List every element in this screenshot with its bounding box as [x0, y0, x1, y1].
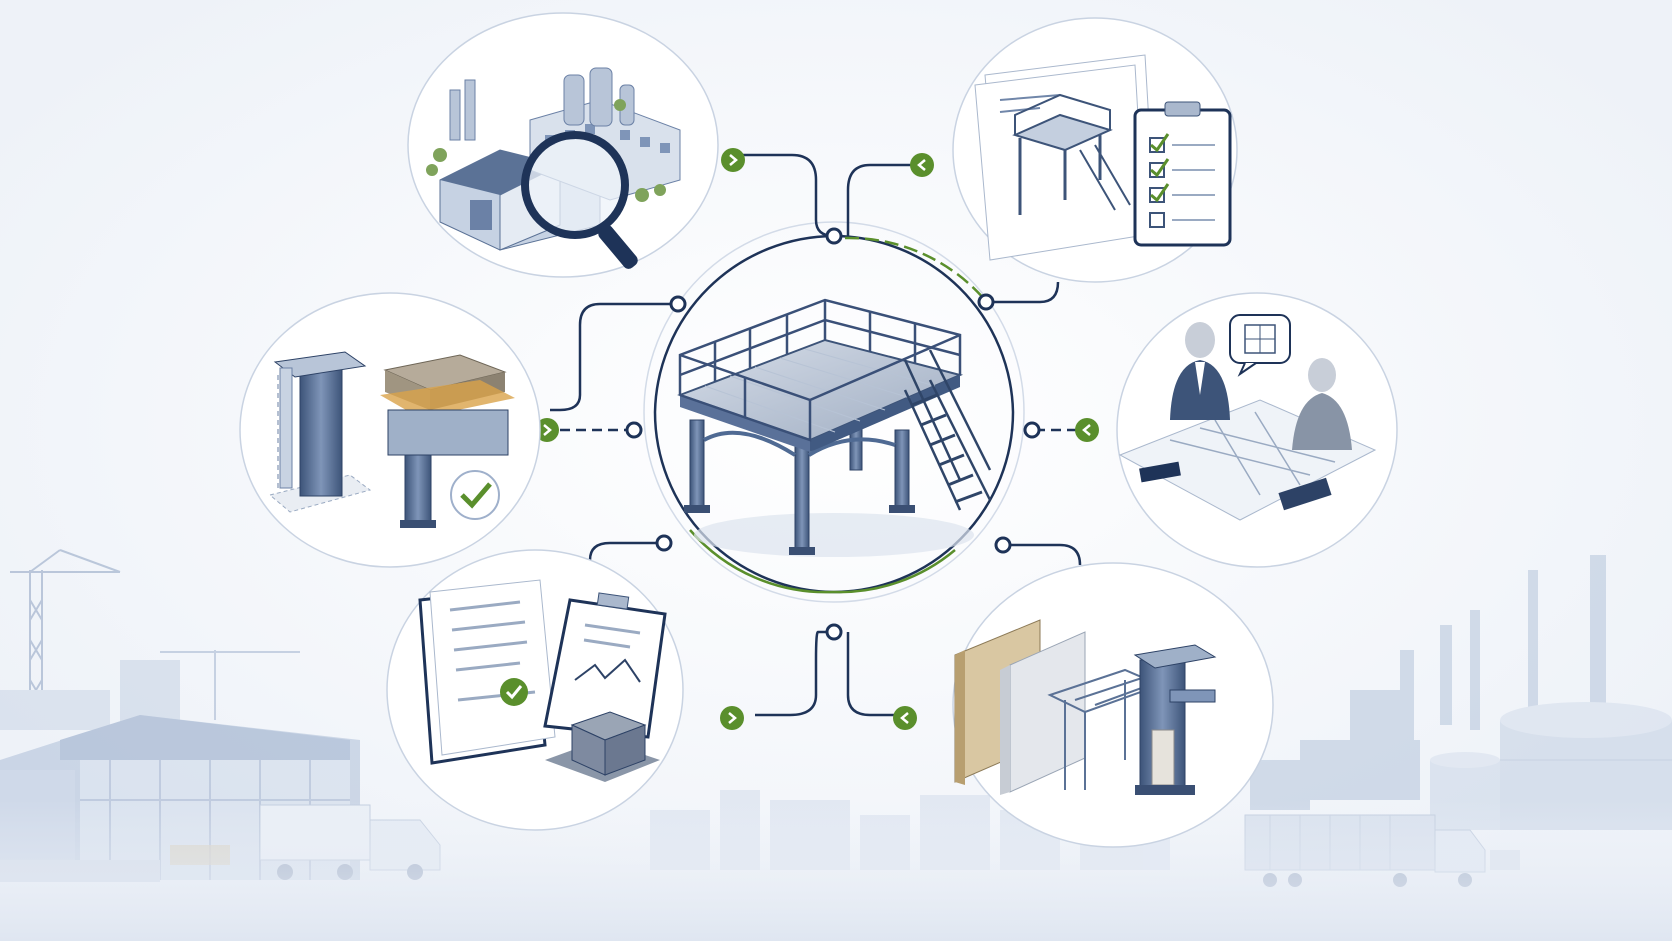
crane-icon [160, 650, 300, 720]
stage-circle-material-layers [952, 562, 1274, 848]
steel-column-and-beam-with-checkmark-icon [268, 351, 515, 528]
flow-arrows [535, 148, 1099, 730]
engineer-figure-icon [1292, 358, 1352, 450]
chevron-right-icon [535, 418, 559, 442]
stage-circle-design-checklist [952, 17, 1238, 283]
chevron-left-icon [893, 706, 917, 730]
ground-haze [0, 800, 1672, 941]
center-ring-green [833, 549, 956, 594]
engineer-figure-icon [1170, 322, 1230, 420]
staircase-icon [903, 349, 992, 511]
speech-bubble-icon [1229, 314, 1291, 377]
chevron-left-icon [1075, 418, 1099, 442]
center-ring-navy [653, 234, 835, 413]
refinery-icon [1250, 555, 1606, 810]
node-dot [825, 227, 843, 245]
wall-panel-and-steel-section-layers-icon [954, 619, 1217, 795]
chevron-left-icon [910, 153, 934, 177]
chevron-right-icon [721, 148, 745, 172]
center-ring-green [689, 529, 835, 594]
node-dot [825, 623, 843, 641]
connector-lines [550, 153, 1090, 717]
stage-circle-site-survey [407, 12, 719, 278]
engineers-reviewing-drawings-icon [1118, 314, 1377, 521]
connector-nodes [625, 227, 1041, 641]
node-dot [977, 293, 995, 311]
steel-mezzanine-platform-with-staircase-icon [677, 298, 992, 557]
node-dot [625, 421, 643, 439]
platform-blueprint-with-checklist-icon [974, 54, 1232, 261]
node-dot [994, 536, 1012, 554]
factory-with-magnifying-glass-icon [426, 67, 681, 269]
certificates-and-test-report-icon [418, 579, 667, 782]
stage-circle-certification [386, 549, 684, 831]
node-dot [655, 534, 673, 552]
node-dot [669, 295, 687, 313]
stage-circle-structural-check [239, 292, 541, 568]
concrete-test-cube-icon [545, 711, 660, 782]
node-dot [1023, 421, 1041, 439]
chevron-right-icon [720, 706, 744, 730]
center-inner-circle [643, 221, 1025, 603]
stage-circle-engineering-review [1116, 292, 1398, 568]
